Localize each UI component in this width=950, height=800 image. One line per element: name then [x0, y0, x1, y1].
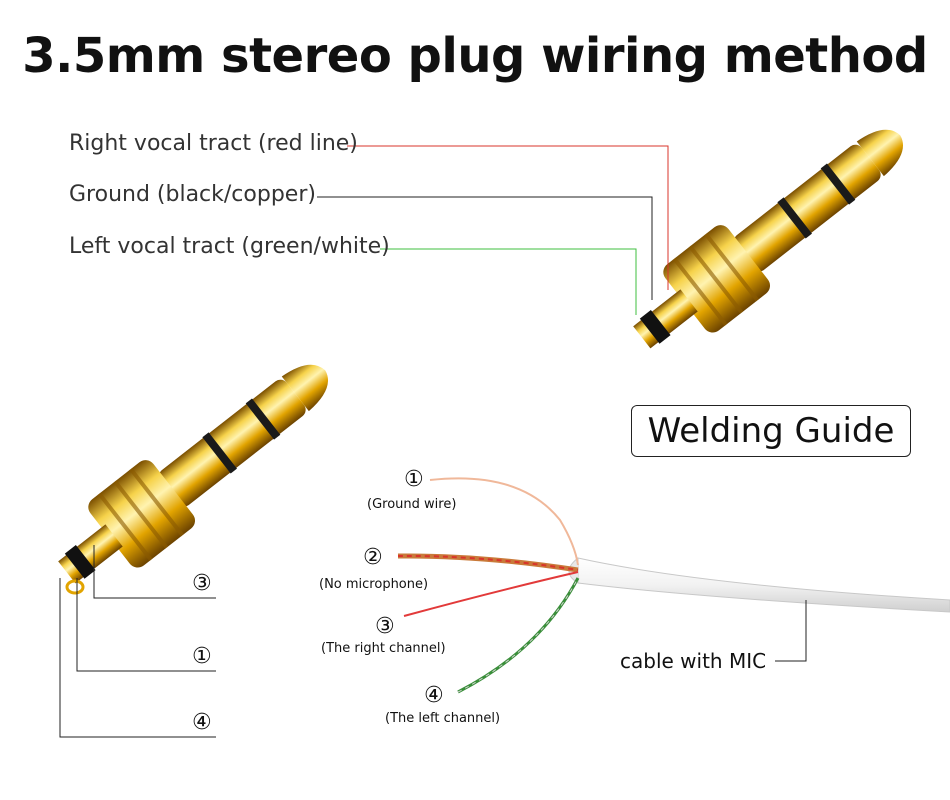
leader-plug-1 [76, 578, 216, 672]
leader-ground-black [317, 196, 653, 300]
label-ground: Ground (black/copper) [69, 182, 316, 207]
wire-1-caption: (Ground wire) [367, 497, 457, 512]
wire-4-left [457, 577, 580, 694]
leader-plug-3 [93, 545, 216, 599]
plug-top-ring-1 [777, 197, 812, 239]
wire-1-ground [429, 477, 579, 566]
leader-right-red [347, 145, 669, 290]
wire-4-number: ④ [424, 683, 444, 708]
wire-2-caption: (No microphone) [319, 577, 429, 592]
plug-left-solder-lug [65, 579, 85, 595]
plug-top-tip [856, 129, 903, 177]
plug-top-back [633, 289, 698, 349]
wire-3-number: ③ [375, 614, 395, 639]
page-title: 3.5mm stereo plug wiring method [22, 28, 928, 84]
plug-left-shaft [158, 379, 306, 507]
wire-2-number: ② [363, 545, 383, 570]
leader-left-green [380, 248, 637, 315]
cable-jacket [577, 557, 950, 613]
wire-1-number: ① [404, 467, 424, 492]
leader-cable [775, 600, 807, 662]
label-left-vocal-tract: Left vocal tract (green/white) [69, 234, 390, 259]
leader-plug-4 [59, 578, 216, 738]
plug-top-image [633, 129, 903, 349]
wire-3-caption: (The right channel) [321, 641, 446, 656]
wire-3-right [403, 571, 579, 617]
cable-label: cable with MIC [620, 649, 767, 673]
plug-number-3: ③ [192, 571, 212, 596]
plug-top-shaft [733, 144, 881, 272]
plug-number-1: ① [192, 644, 212, 669]
plug-top-insulator [639, 309, 671, 344]
plug-left-image [58, 364, 328, 595]
label-right-vocal-tract: Right vocal tract (red line) [69, 131, 358, 156]
plug-number-4: ④ [192, 710, 212, 735]
welding-guide-box: Welding Guide [631, 405, 911, 457]
wire-2-nomic [397, 553, 579, 573]
wire-4-caption: (The left channel) [385, 711, 501, 726]
plug-top-ring-2 [820, 163, 856, 205]
cable-image [397, 477, 950, 694]
welding-guide-title: Welding Guide [647, 411, 895, 451]
